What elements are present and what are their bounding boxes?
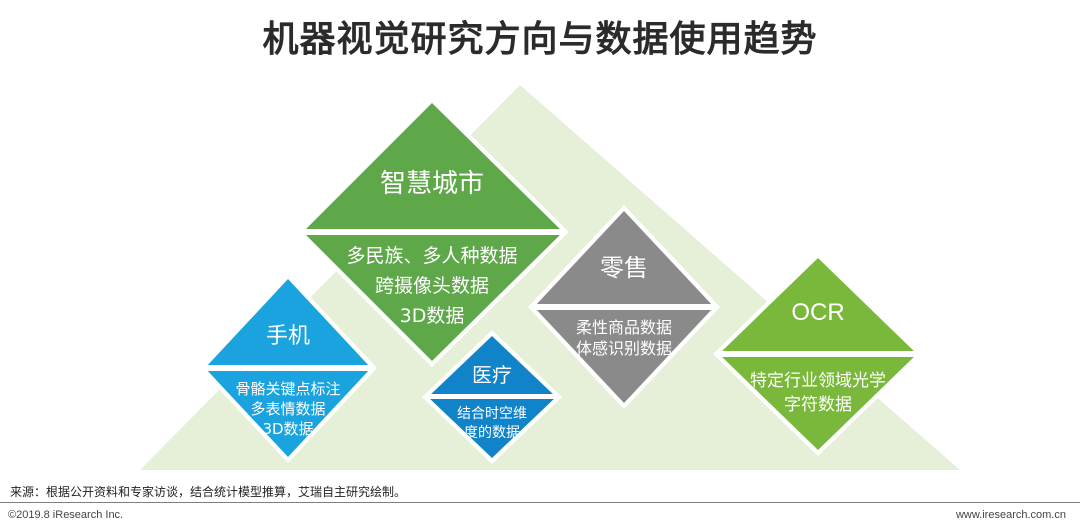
smart-city-line-3: 3D数据	[400, 305, 465, 327]
copyright-text: ©2019.8 iResearch Inc.	[8, 509, 124, 521]
ocr-line-2: 字符数据	[784, 395, 852, 415]
footer-divider	[0, 502, 1080, 503]
retail-label: 零售	[600, 254, 648, 282]
mobile-line-1: 骨骼关键点标注	[235, 380, 340, 398]
smart-city-line-2: 跨摄像头数据	[375, 275, 489, 297]
node-retail: 零售 柔性商品数据 体感识别数据	[528, 205, 720, 409]
website-link[interactable]: www.iresearch.com.cn	[955, 509, 1066, 521]
mobile-line-3: 3D数据	[262, 420, 313, 438]
medical-label: 医疗	[472, 363, 512, 387]
mobile-label: 手机	[266, 324, 310, 349]
smart-city-label: 智慧城市	[380, 169, 484, 199]
smart-city-line-1: 多民族、多人种数据	[346, 245, 517, 267]
ocr-line-1: 特定行业领域光学	[750, 371, 886, 391]
mobile-line-2: 多表情数据	[250, 400, 325, 418]
page-title: 机器视觉研究方向与数据使用趋势	[262, 19, 818, 60]
ocr-label: OCR	[791, 299, 844, 326]
source-note: 来源：根据公开资料和专家访谈，结合统计模型推算，艾瑞自主研究绘制。	[10, 485, 407, 499]
node-mobile: 手机 骨骼关键点标注 多表情数据 3D数据	[199, 273, 377, 463]
diagram-canvas: 智慧城市 多民族、多人种数据 跨摄像头数据 3D数据 零售 柔性商品数据 体感识…	[140, 85, 960, 470]
node-ocr: OCR 特定行业领域光学 字符数据	[713, 252, 923, 456]
medical-line-1: 结合时空维	[457, 406, 527, 422]
node-medical: 医疗 结合时空维 度的数据	[422, 330, 562, 464]
retail-line-2: 体感识别数据	[576, 339, 672, 358]
medical-line-2: 度的数据	[464, 425, 520, 441]
node-smart-city: 智慧城市 多民族、多人种数据 跨摄像头数据 3D数据	[297, 97, 569, 367]
retail-line-1: 柔性商品数据	[576, 318, 672, 337]
